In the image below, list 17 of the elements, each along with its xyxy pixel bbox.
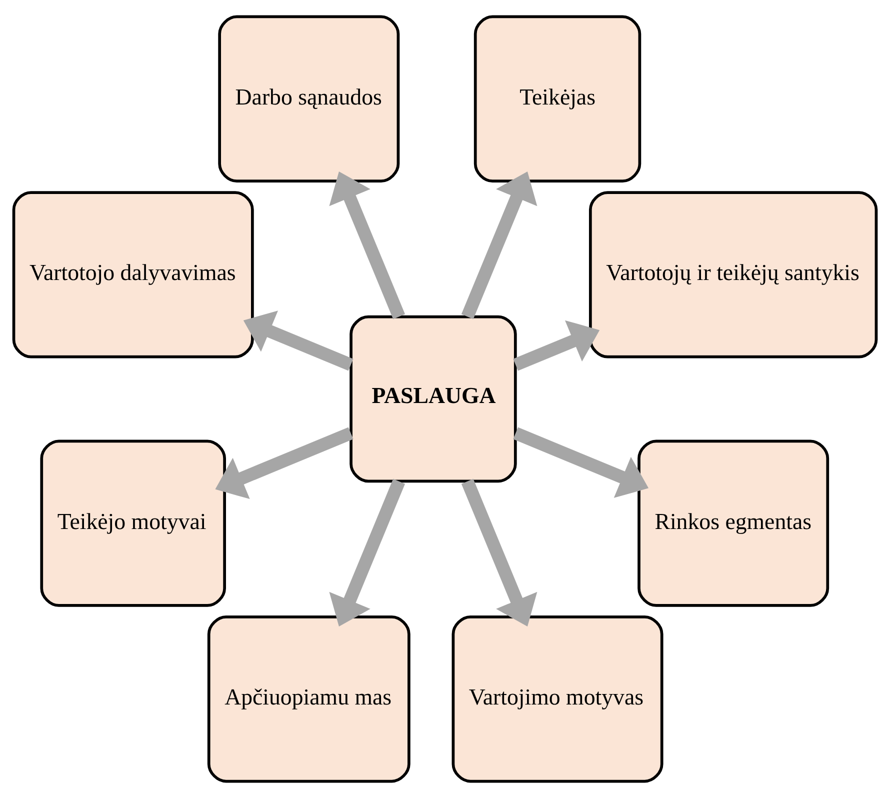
node-box: Vartojimo motyvas bbox=[452, 616, 664, 783]
node-box: Vartotojų ir teikėjų santykis bbox=[588, 191, 878, 358]
arrow bbox=[215, 427, 354, 500]
arrow bbox=[513, 427, 649, 498]
node-box: Apčiuopiamu mas bbox=[207, 616, 410, 783]
arrow bbox=[461, 172, 538, 320]
arrow bbox=[329, 172, 406, 320]
node-box: Rinkos egmentas bbox=[638, 440, 830, 607]
arrow bbox=[513, 320, 600, 371]
node-box: Vartotojo dalyvavimas bbox=[12, 191, 254, 358]
arrow bbox=[243, 310, 354, 371]
arrow bbox=[461, 478, 538, 626]
node-box: Teikėjo motyvai bbox=[40, 440, 226, 607]
node-box: PASLAUGA bbox=[350, 315, 517, 483]
arrow bbox=[329, 478, 406, 626]
node-box: Teikėjas bbox=[474, 15, 642, 182]
node-box: Darbo sąnaudos bbox=[218, 15, 400, 182]
